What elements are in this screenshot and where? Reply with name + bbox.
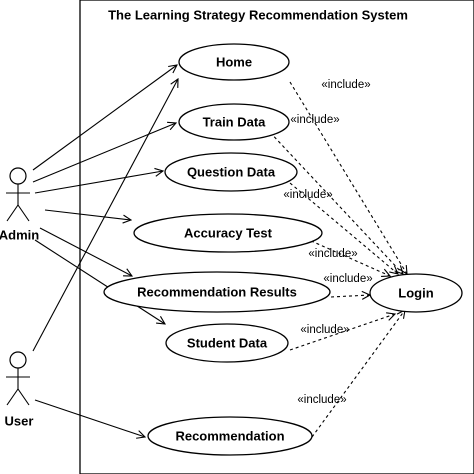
use-case-question-data-label: Question Data [187,165,276,180]
use-case-recommendation-label: Recommendation [175,429,284,444]
use-case-login: Login [369,273,463,313]
assoc-admin-student-data [34,239,165,324]
user-label: User [5,414,34,429]
use-case-train-data-label: Train Data [203,115,267,130]
assoc-user-recommendation [34,399,145,437]
assoc-admin-train-data [32,123,176,183]
assoc-admin-accuracy-test [44,209,131,220]
use-case-question-data: Question Data [164,152,298,192]
assoc-user-home [32,79,178,352]
system-boundary [79,0,474,474]
admin-actor: Admin [0,167,39,243]
user-actor: User [5,351,34,429]
include-recommendation-results-login [330,295,370,297]
use-case-recommendation: Recommendation [147,416,313,456]
assoc-admin-home [32,65,177,171]
use-case-student-data-label: Student Data [187,336,268,351]
assoc-admin-question-data [34,171,163,194]
admin-head-icon [9,167,27,185]
use-case-home-label: Home [216,55,252,70]
include-student-data-login [289,314,395,351]
use-case-home: Home [178,43,290,81]
admin-label: Admin [0,228,39,243]
use-case-student-data: Student Data [165,323,289,363]
use-case-recommendation-results-label: Recommendation Results [137,285,297,300]
user-associations [32,79,178,437]
include-label-question-data: «include» [283,189,332,201]
include-recommendation-login [311,310,405,438]
use-case-recommendation-results: Recommendation Results [103,271,331,313]
include-home-login [289,81,407,274]
include-label-accuracy-test: «include» [308,248,357,260]
use-case-accuracy-test: Accuracy Test [133,213,323,253]
user-head-icon [9,351,27,369]
include-label-train-data: «include» [290,114,339,126]
include-label-home: «include» [321,79,370,91]
include-label-recommendation: «include» [297,394,346,406]
include-accuracy-test-login [299,235,390,276]
use-case-login-label: Login [398,286,433,301]
system-title: The Learning Strategy Recommendation Sys… [108,8,408,23]
include-label-student-data: «include» [300,324,349,336]
use-case-train-data: Train Data [178,103,290,141]
include-dependencies [265,81,407,438]
include-label-recommendation-results: «include» [323,273,372,285]
use-case-accuracy-test-label: Accuracy Test [184,226,273,241]
